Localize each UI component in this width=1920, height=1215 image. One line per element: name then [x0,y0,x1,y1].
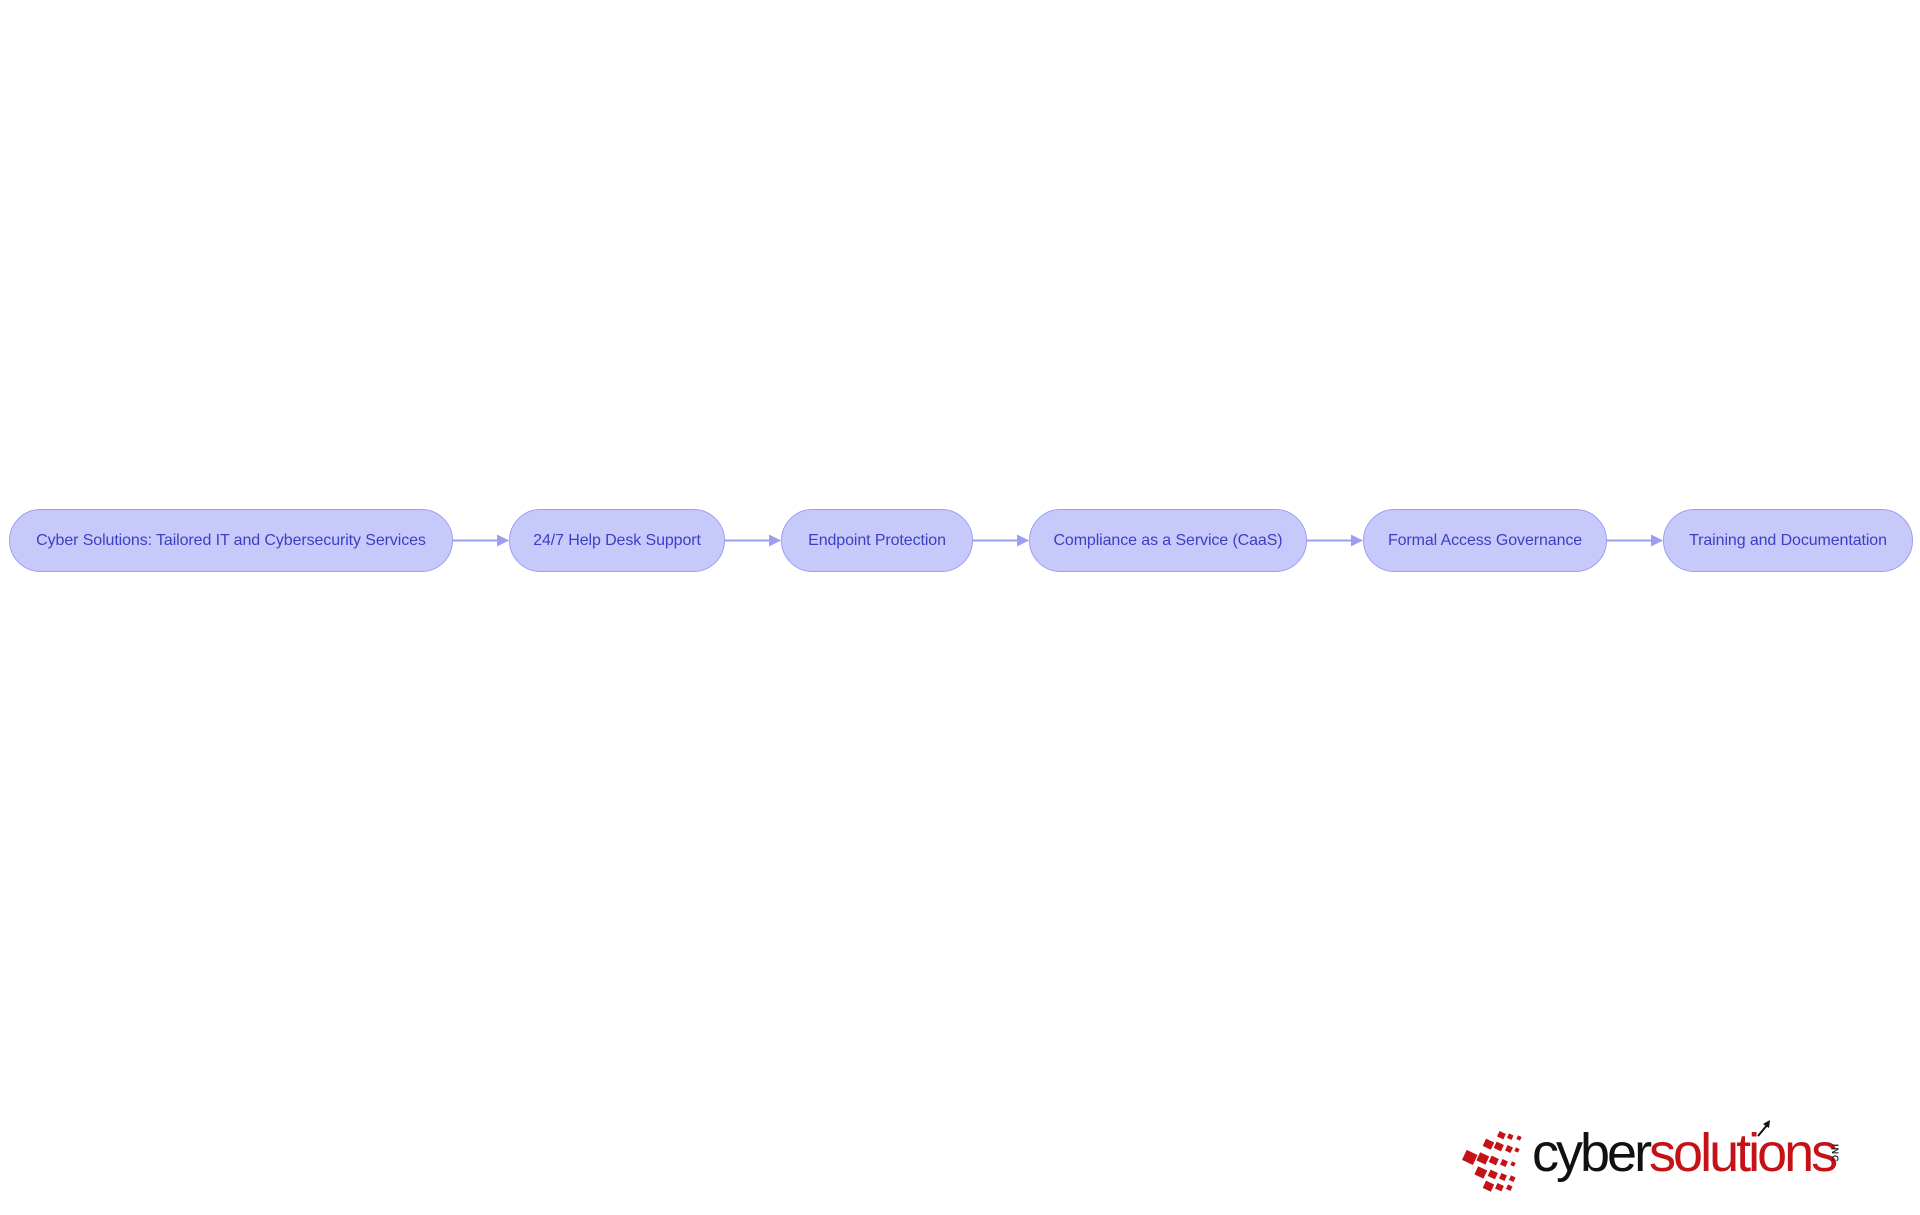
node-compliance-as-a-service: Compliance as a Service (CaaS) [1029,509,1307,572]
logo-inc-suffix: INC [1830,1144,1840,1163]
logo-word-cyber: cyber [1532,1123,1652,1183]
logo-word-solutions: solutions [1649,1123,1838,1183]
node-cyber-solutions: Cyber Solutions: Tailored IT and Cyberse… [9,509,453,572]
logo-wordmark: cybersolutions [1532,1122,1838,1184]
logo-arrow-icon [1757,1120,1770,1137]
logo-pixel-mark-icon [1462,1131,1522,1192]
node-help-desk-support: 24/7 Help Desk Support [509,509,725,572]
node-endpoint-protection: Endpoint Protection [781,509,973,572]
node-formal-access-governance: Formal Access Governance [1363,509,1607,572]
node-training-and-documentation: Training and Documentation [1663,509,1913,572]
cybersolutions-logo: cybersolutions INC [1462,1118,1862,1198]
